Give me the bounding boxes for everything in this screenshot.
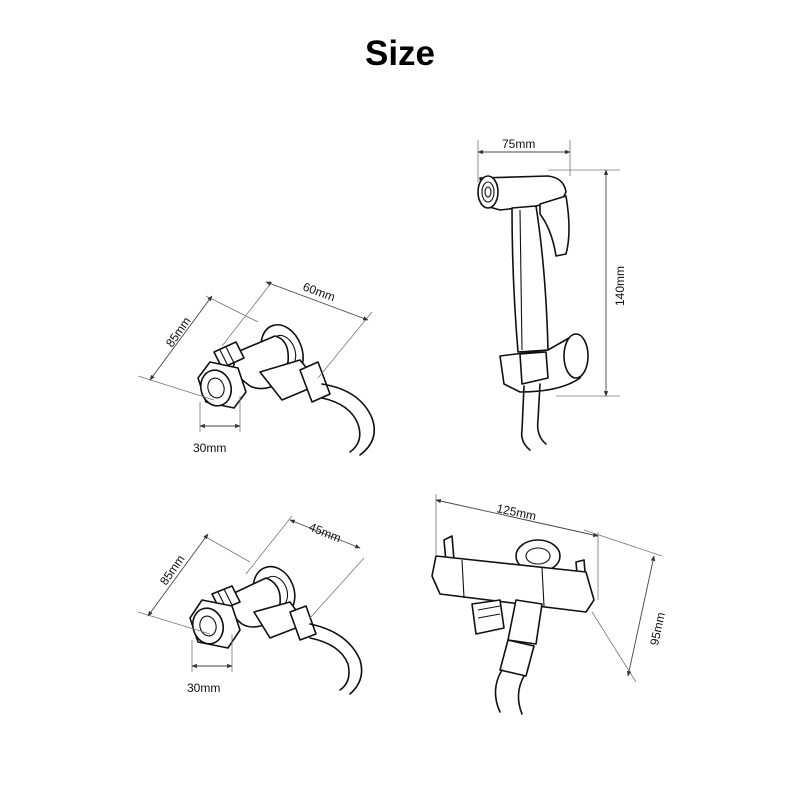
sprayer-drawing bbox=[477, 140, 620, 451]
tee-valve-height-label: 95mm bbox=[647, 611, 668, 647]
sprayer-width-label: 75mm bbox=[502, 137, 535, 151]
top-valve-width-label: 30mm bbox=[193, 441, 226, 455]
sprayer-height-label: 140mm bbox=[613, 266, 627, 306]
tee-valve-width-label: 125mm bbox=[495, 501, 537, 523]
top-valve-depth-label: 60mm bbox=[301, 280, 337, 305]
page-title: Size bbox=[364, 34, 436, 73]
bottom-valve-depth-label: 45mm bbox=[307, 520, 343, 545]
top-valve-height-label: 85mm bbox=[163, 314, 194, 349]
bottom-valve-width-label: 30mm bbox=[187, 681, 220, 695]
angle-valve-top-drawing bbox=[137, 281, 376, 456]
tee-valve-drawing bbox=[431, 494, 663, 715]
angle-valve-bottom-drawing bbox=[137, 515, 365, 695]
